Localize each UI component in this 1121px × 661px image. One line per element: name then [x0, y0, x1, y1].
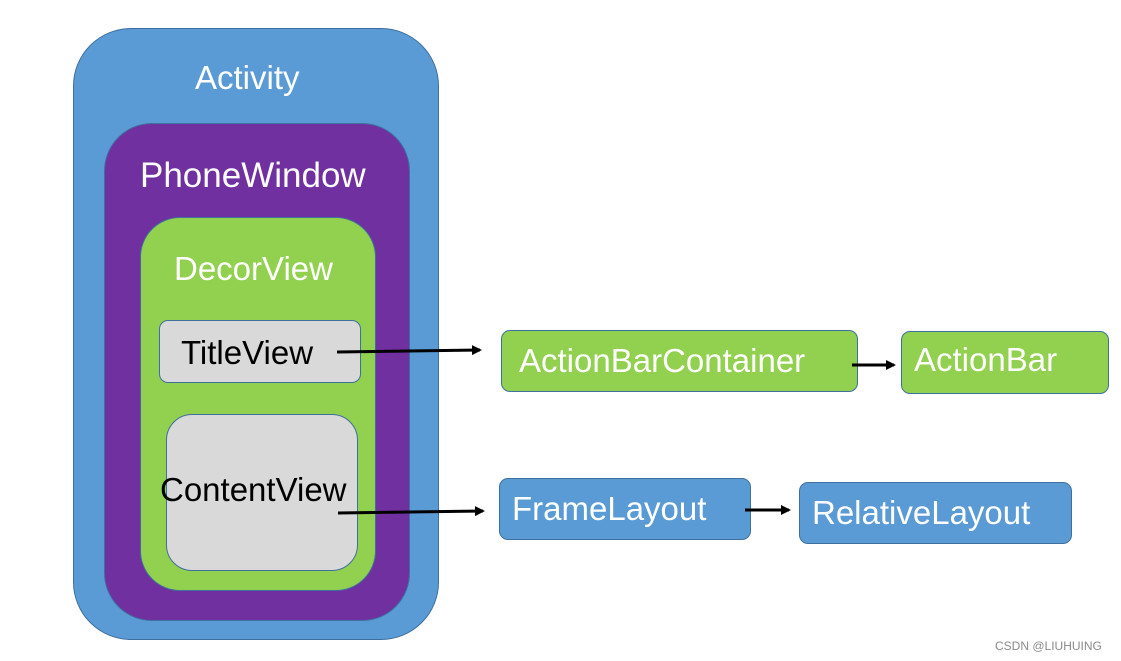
frame-layout-label: FrameLayout [512, 490, 707, 527]
decor-view-label: DecorView [174, 250, 333, 287]
relative-layout-box [799, 482, 1072, 544]
activity-label: Activity [195, 59, 300, 96]
action-bar-label: ActionBar [914, 341, 1058, 378]
frame-layout-box [499, 478, 751, 540]
title-view-box [159, 320, 361, 383]
action-bar-container-box [501, 330, 858, 392]
watermark-text: CSDN @LIUHUING [995, 639, 1102, 653]
content-view-box [166, 414, 358, 571]
content-view-label: ContentView [160, 471, 347, 508]
title-view-label: TitleView [181, 334, 314, 371]
relative-layout-label: RelativeLayout [812, 494, 1031, 531]
phone-window-label: PhoneWindow [140, 156, 366, 195]
action-bar-box [901, 331, 1109, 394]
action-bar-container-label: ActionBarContainer [519, 342, 806, 379]
